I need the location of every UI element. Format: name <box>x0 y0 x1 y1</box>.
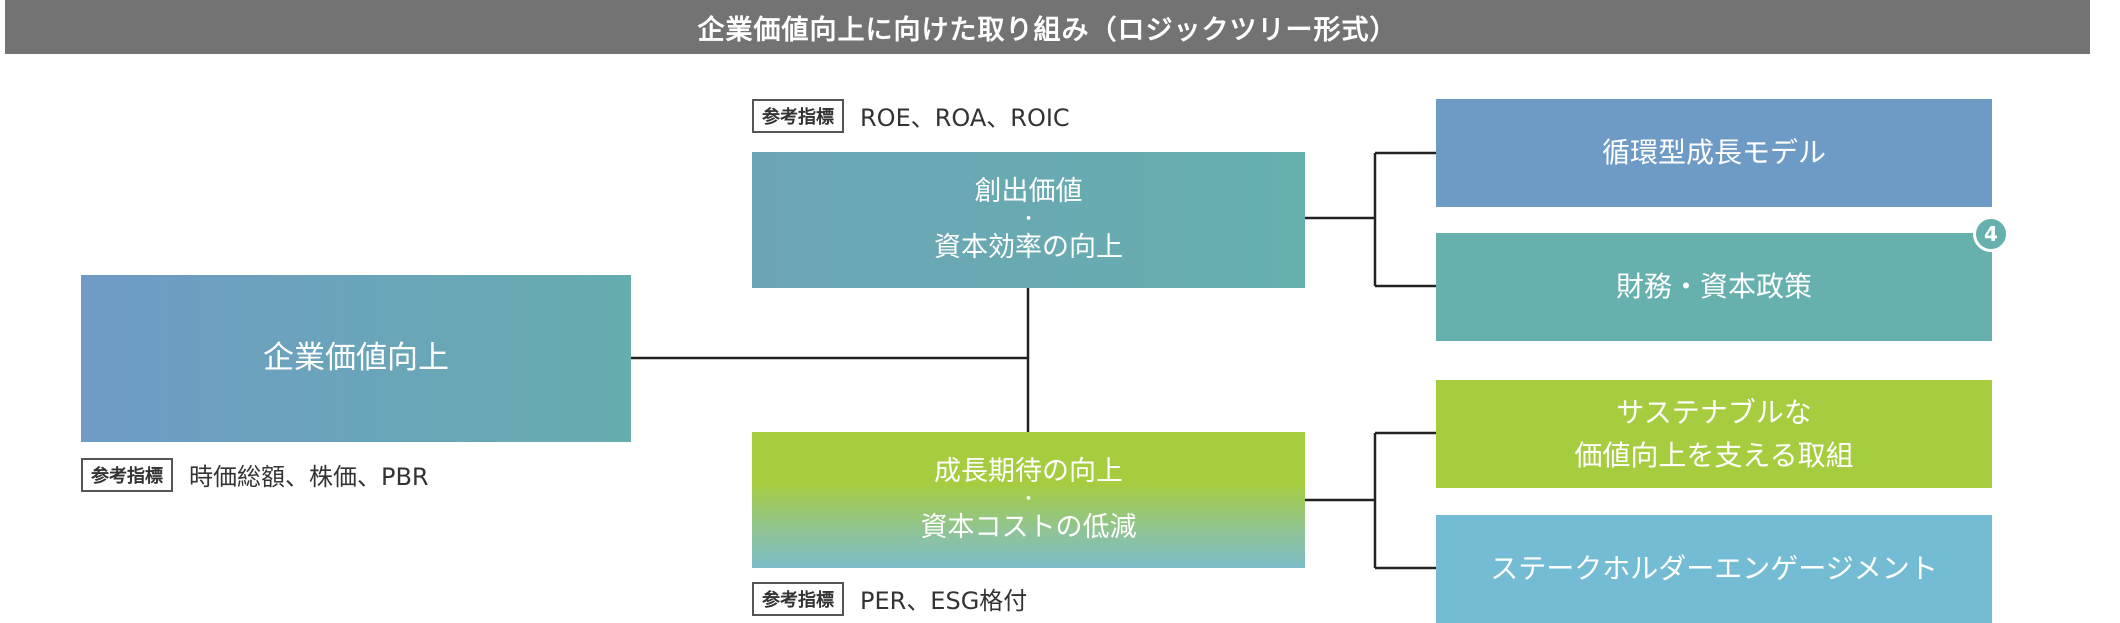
leaf-label: ステークホルダーエンゲージメント <box>1490 552 1938 586</box>
lower-reference: 参考指標 PER、ESG格付 <box>752 581 1027 616</box>
branch-lower-line1: 成長期待の向上 <box>934 455 1123 487</box>
reference-text: PER、ESG格付 <box>860 587 1028 615</box>
diagram-title: 企業価値向上に向けた取り組み（ロジックツリー形式） <box>5 0 2090 54</box>
root-node: 企業価値向上 <box>81 275 631 442</box>
leaf-label: 財務・資本政策 <box>1615 270 1812 304</box>
branch-upper-dot: ・ <box>1019 209 1038 231</box>
branch-upper-line2: 資本効率の向上 <box>934 231 1123 263</box>
reference-tag: 参考指標 <box>752 581 844 616</box>
leaf-label-line1: サステナブルな <box>1616 395 1812 429</box>
branch-upper-node: 創出価値 ・ 資本効率の向上 <box>752 152 1305 288</box>
branch-upper-line1: 創出価値 <box>974 175 1083 207</box>
leaf-label: 循環型成長モデル <box>1601 136 1826 170</box>
root-node-label: 企業価値向上 <box>263 339 449 376</box>
leaf-sustainable-initiatives: サステナブルな 価値向上を支える取組 <box>1436 380 1992 488</box>
reference-tag: 参考指標 <box>752 98 844 133</box>
branch-lower-node: 成長期待の向上 ・ 資本コストの低減 <box>752 432 1305 568</box>
reference-text: 時価総額、株価、PBR <box>189 463 429 491</box>
reference-tag: 参考指標 <box>81 457 173 492</box>
number-badge: 4 <box>1973 216 2009 252</box>
branch-lower-dot: ・ <box>1019 489 1038 511</box>
leaf-circular-growth-model: 循環型成長モデル <box>1436 99 1992 207</box>
reference-text: ROE、ROA、ROIC <box>860 104 1070 132</box>
upper-reference: 参考指標 ROE、ROA、ROIC <box>752 98 1070 133</box>
leaf-stakeholder-engagement: ステークホルダーエンゲージメント <box>1436 515 1992 623</box>
leaf-label-line2: 価値向上を支える取組 <box>1574 439 1854 472</box>
leaf-financial-capital-policy: 財務・資本政策 <box>1436 233 1992 341</box>
branch-lower-line2: 資本コストの低減 <box>920 511 1137 543</box>
root-reference: 参考指標 時価総額、株価、PBR <box>81 457 429 492</box>
